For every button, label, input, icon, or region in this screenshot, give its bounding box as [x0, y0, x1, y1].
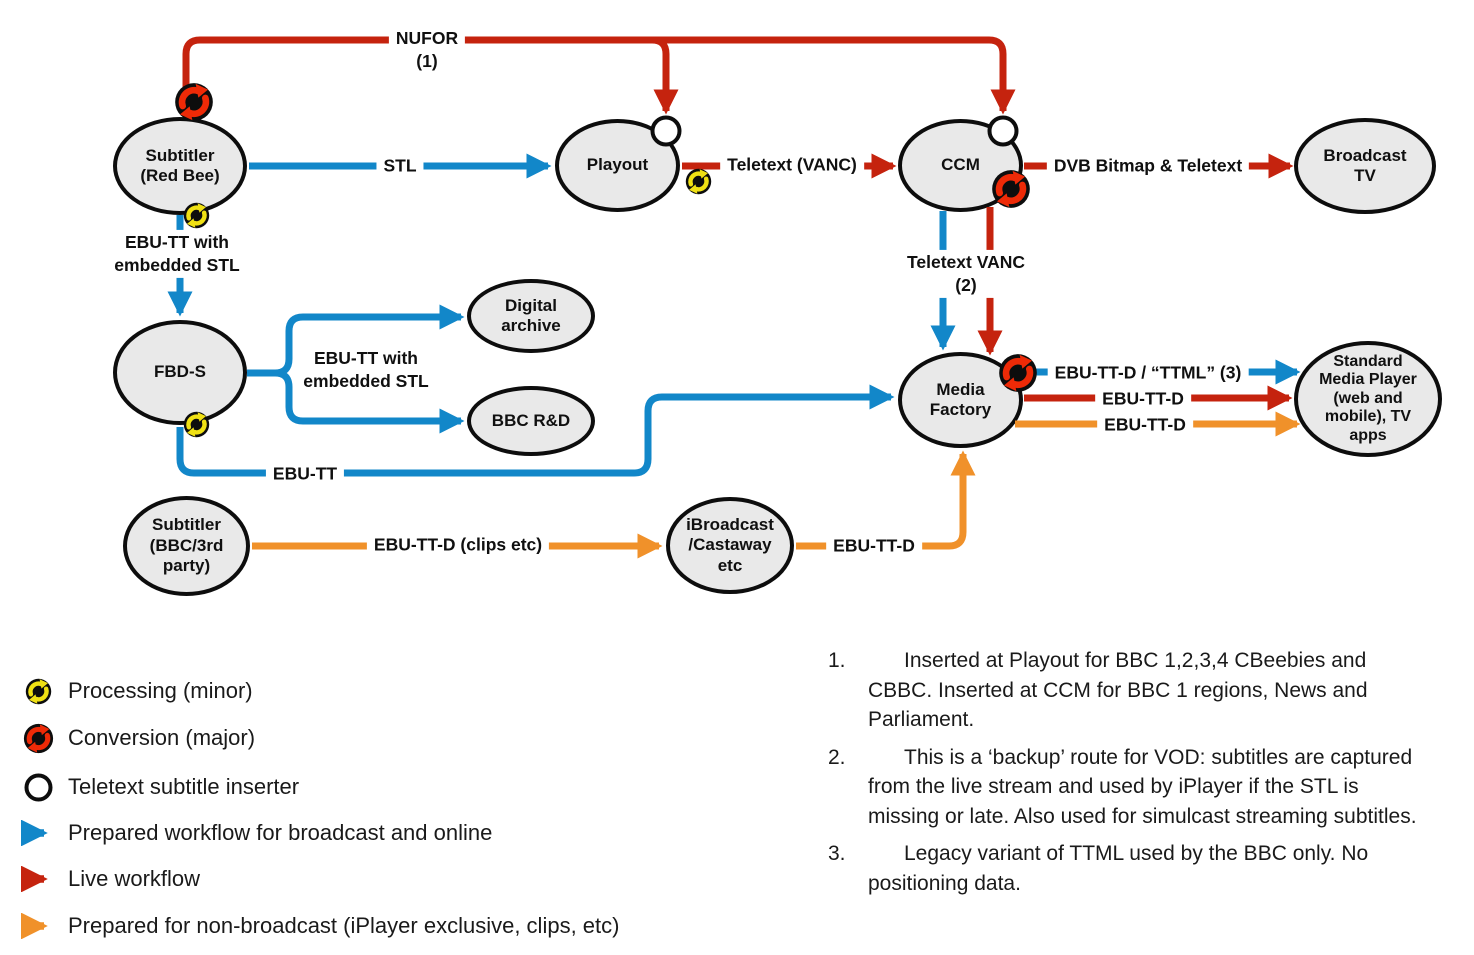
- note-2: 2. This is a ‘backup’ route for VOD: sub…: [828, 743, 1428, 832]
- orange-arrow-icon: [18, 913, 68, 939]
- legend-item-processing: Processing (minor): [18, 674, 253, 708]
- edge-label-teletext-vanc2: Teletext VANC (2): [900, 249, 1032, 299]
- node-standard-media-player: Standard Media Player (web and mobile), …: [1294, 341, 1442, 457]
- edge-ebu-tt-d-to-media-factory: [796, 450, 976, 550]
- note-text: This is a ‘backup’ route for VOD: subtit…: [868, 745, 1417, 828]
- legend-label: Live workflow: [68, 866, 201, 891]
- conversion-icon-subtitler: [175, 83, 213, 121]
- processing-icon: [18, 678, 68, 705]
- node-bbc-rd: BBC R&D: [467, 386, 595, 456]
- node-subtitler-bbc-3rd-party: Subtitler (BBC/3rd party): [123, 496, 250, 596]
- edge-label-ebu-tt-embedded-mid: EBU-TT with embedded STL: [296, 345, 436, 395]
- legend-label: Conversion (major): [68, 725, 256, 750]
- edge-label-teletext-vanc: Teletext (VANC): [720, 152, 864, 178]
- legend-label: Teletext subtitle inserter: [68, 774, 300, 799]
- edge-label-ebu-tt-d-ttml: EBU-TT-D / “TTML” (3): [1047, 360, 1249, 386]
- note-number: 2.: [828, 745, 846, 769]
- node-ibroadcast-castaway: iBroadcast /Castaway etc: [666, 497, 794, 594]
- edge-label-stl: STL: [376, 153, 424, 179]
- note-text: Inserted at Playout for BBC 1,2,3,4 CBee…: [868, 649, 1368, 731]
- legend-item-prepared-workflow: Prepared workflow for broadcast and onli…: [18, 816, 492, 850]
- red-arrow-icon: [18, 866, 68, 892]
- node-ccm: CCM: [898, 119, 1023, 212]
- note-number: 1.: [828, 649, 846, 672]
- note-1: 1. Inserted at Playout for BBC 1,2,3,4 C…: [828, 646, 1428, 735]
- legend-item-conversion: Conversion (major): [18, 721, 255, 755]
- legend-item-non-broadcast: Prepared for non-broadcast (iPlayer excl…: [18, 909, 619, 943]
- teletext-inserter-icon: [18, 772, 68, 803]
- note-text: Legacy variant of TTML used by the BBC o…: [868, 842, 1369, 895]
- edge-label-dvb-bitmap-teletext: DVB Bitmap & Teletext: [1046, 153, 1250, 179]
- edge-nufor-branch-playout: [651, 36, 679, 115]
- legend-item-live-workflow: Live workflow: [18, 862, 200, 896]
- conversion-icon: [18, 723, 68, 754]
- blue-arrow-icon: [18, 820, 68, 846]
- node-fbd-s: FBD-S: [113, 320, 247, 425]
- edge-label-ebu-tt-d-prepared: EBU-TT-D: [1097, 412, 1193, 438]
- legend-label: Prepared workflow for broadcast and onli…: [68, 820, 493, 845]
- node-playout: Playout: [555, 119, 680, 212]
- footnotes: 1. Inserted at Playout for BBC 1,2,3,4 C…: [828, 646, 1428, 906]
- legend-label: Prepared for non-broadcast (iPlayer excl…: [68, 913, 620, 938]
- legend-label: Processing (minor): [68, 678, 253, 703]
- edge-label-ebu-tt: EBU-TT: [265, 461, 345, 487]
- edge-nufor-main: [182, 36, 1016, 115]
- processing-icon-playout: [686, 169, 711, 194]
- edge-label-ebu-tt-d-live: EBU-TT-D: [1095, 386, 1191, 412]
- edge-label-nufor: NUFOR (1): [388, 25, 466, 75]
- node-subtitler-red-bee: Subtitler (Red Bee): [113, 117, 247, 215]
- note-3: 3. Legacy variant of TTML used by the BB…: [828, 839, 1428, 898]
- edge-label-ebu-tt-embedded-top: EBU-TT with embedded STL: [107, 229, 247, 279]
- node-media-factory: Media Factory: [898, 352, 1023, 448]
- note-number: 3.: [828, 842, 846, 865]
- node-broadcast-tv: Broadcast TV: [1294, 118, 1436, 214]
- node-digital-archive: Digital archive: [467, 279, 595, 353]
- edge-label-ebu-tt-d-to-mf: EBU-TT-D: [826, 533, 922, 559]
- legend-item-teletext-inserter: Teletext subtitle inserter: [18, 770, 299, 804]
- edge-label-ebu-tt-d-clips: EBU-TT-D (clips etc): [366, 532, 550, 558]
